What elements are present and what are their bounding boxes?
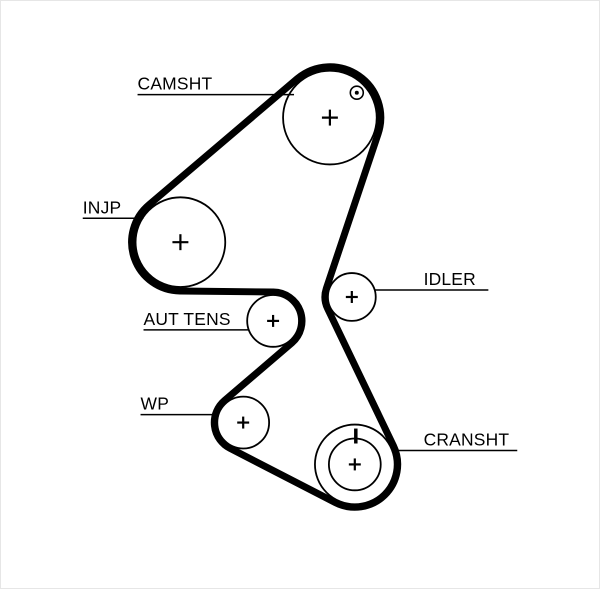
- pulley-label-injp: INJP: [83, 197, 122, 217]
- pulley-label-aut-tens: AUT TENS: [144, 309, 231, 329]
- pulley-label-cransht: CRANSHT: [424, 429, 510, 449]
- pulley-label-idler: IDLER: [424, 269, 476, 289]
- camshaft-timing-dot-icon: [354, 90, 359, 95]
- pulley-label-wp: WP: [141, 394, 170, 414]
- pulley-label-camsht: CAMSHT: [138, 74, 213, 94]
- timing-belt-path: [128, 63, 402, 511]
